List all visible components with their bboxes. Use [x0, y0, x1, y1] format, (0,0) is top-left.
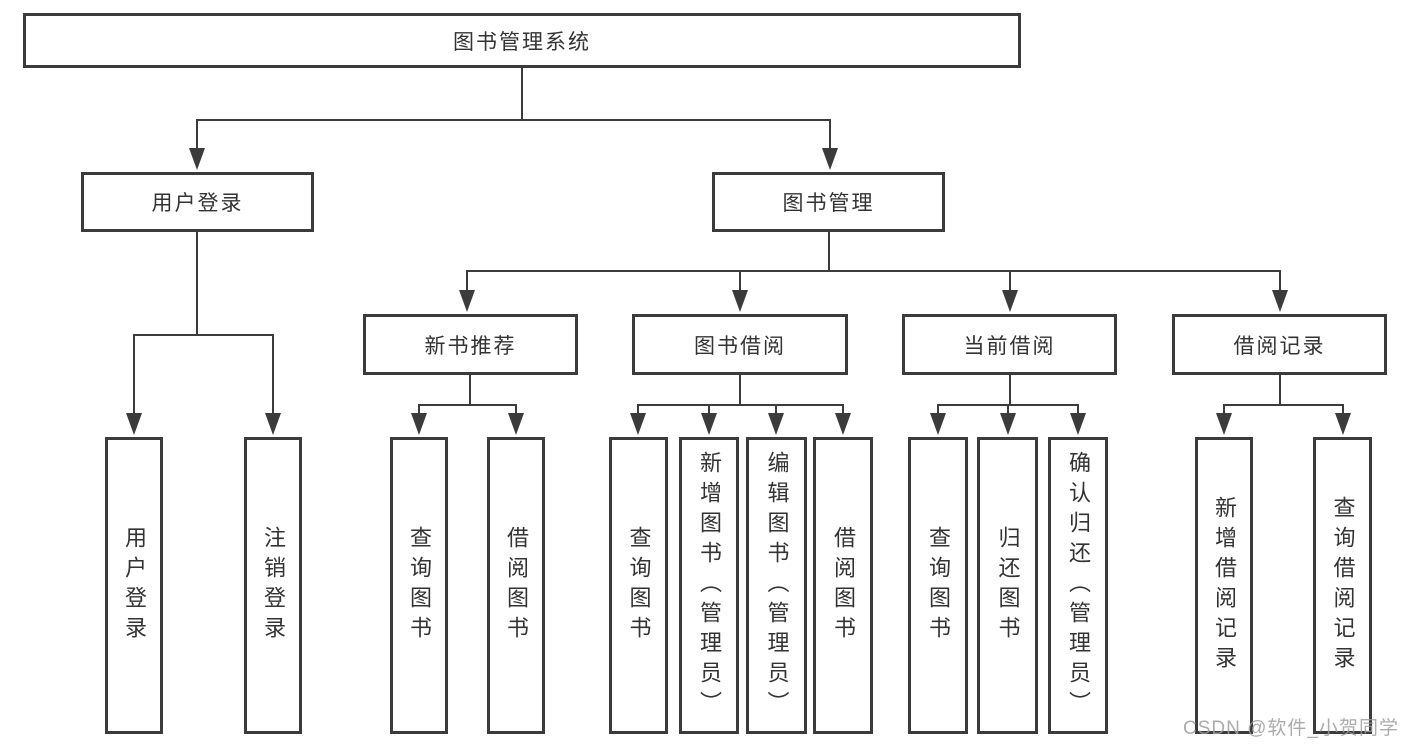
leaf-query-borrow-record-label: 查询借阅记录: [1330, 495, 1356, 676]
node-book-mgmt: 图书管理: [712, 172, 945, 232]
node-root-label: 图书管理系统: [453, 30, 591, 54]
leaf-edit-books: 编辑图书（管理员）: [746, 437, 807, 734]
node-user-login: 用户登录: [81, 172, 314, 232]
node-book-borrow: 图书借阅: [632, 314, 848, 375]
edge-borrow-records-to-leaves: [1216, 375, 1351, 435]
leaf-return-books-label: 归还图书: [995, 525, 1021, 646]
node-new-book-rec: 新书推荐: [363, 314, 578, 375]
leaf-add-books: 新增图书（管理员）: [679, 437, 739, 734]
edge-user-login-to-leaves: [126, 232, 281, 435]
node-current-borrow-label: 当前借阅: [963, 334, 1056, 358]
leaf-confirm-return: 确认归还（管理员）: [1048, 437, 1108, 734]
csdn-watermark: CSDN @软件_小贺同学: [1183, 718, 1399, 739]
leaf-edit-books-label: 编辑图书（管理员）: [764, 450, 790, 721]
leaf-query-books-rec: 查询图书: [390, 437, 448, 734]
node-current-borrow: 当前借阅: [902, 314, 1117, 375]
node-borrow-records-label: 借阅记录: [1233, 334, 1326, 358]
leaf-borrow-books-rec: 借阅图书: [487, 437, 545, 734]
leaf-return-books: 归还图书: [977, 437, 1038, 734]
edge-book-borrow-to-leaves: [630, 375, 851, 435]
edge-book-mgmt-to-level3: [459, 232, 1288, 312]
node-book-mgmt-label: 图书管理: [782, 192, 875, 215]
leaf-query-borrow-record: 查询借阅记录: [1313, 437, 1372, 734]
node-root: 图书管理系统: [23, 13, 1021, 68]
leaf-borrow-books-rec-label: 借阅图书: [504, 525, 529, 646]
leaf-user-login-label: 用户登录: [122, 525, 147, 646]
leaf-query-books-rec-label: 查询图书: [407, 525, 432, 646]
node-new-book-rec-label: 新书推荐: [424, 334, 517, 358]
node-borrow-records: 借阅记录: [1172, 314, 1387, 375]
leaf-confirm-return-label: 确认归还（管理员）: [1066, 450, 1091, 721]
node-book-borrow-label: 图书借阅: [694, 334, 786, 358]
node-user-login-label: 用户登录: [151, 192, 244, 215]
leaf-logout: 注销登录: [244, 437, 302, 734]
leaf-query-books-borrow: 查询图书: [609, 437, 668, 734]
edge-root-to-level2: [189, 68, 838, 170]
leaf-logout-label: 注销登录: [261, 525, 286, 646]
leaf-query-books-current: 查询图书: [908, 437, 968, 734]
leaf-user-login: 用户登录: [105, 437, 163, 734]
leaf-query-books-current-label: 查询图书: [926, 525, 951, 646]
edge-new-book-rec-to-leaves: [411, 375, 524, 435]
leaf-add-borrow-record: 新增借阅记录: [1195, 437, 1253, 734]
leaf-add-borrow-record-label: 新增借阅记录: [1212, 495, 1237, 676]
edge-current-borrow-to-leaves: [930, 375, 1086, 435]
leaf-add-books-label: 新增图书（管理员）: [697, 450, 722, 721]
leaf-borrow-books-label: 借阅图书: [831, 525, 856, 646]
leaf-borrow-books: 借阅图书: [813, 437, 873, 734]
leaf-query-books-borrow-label: 查询图书: [626, 525, 652, 646]
